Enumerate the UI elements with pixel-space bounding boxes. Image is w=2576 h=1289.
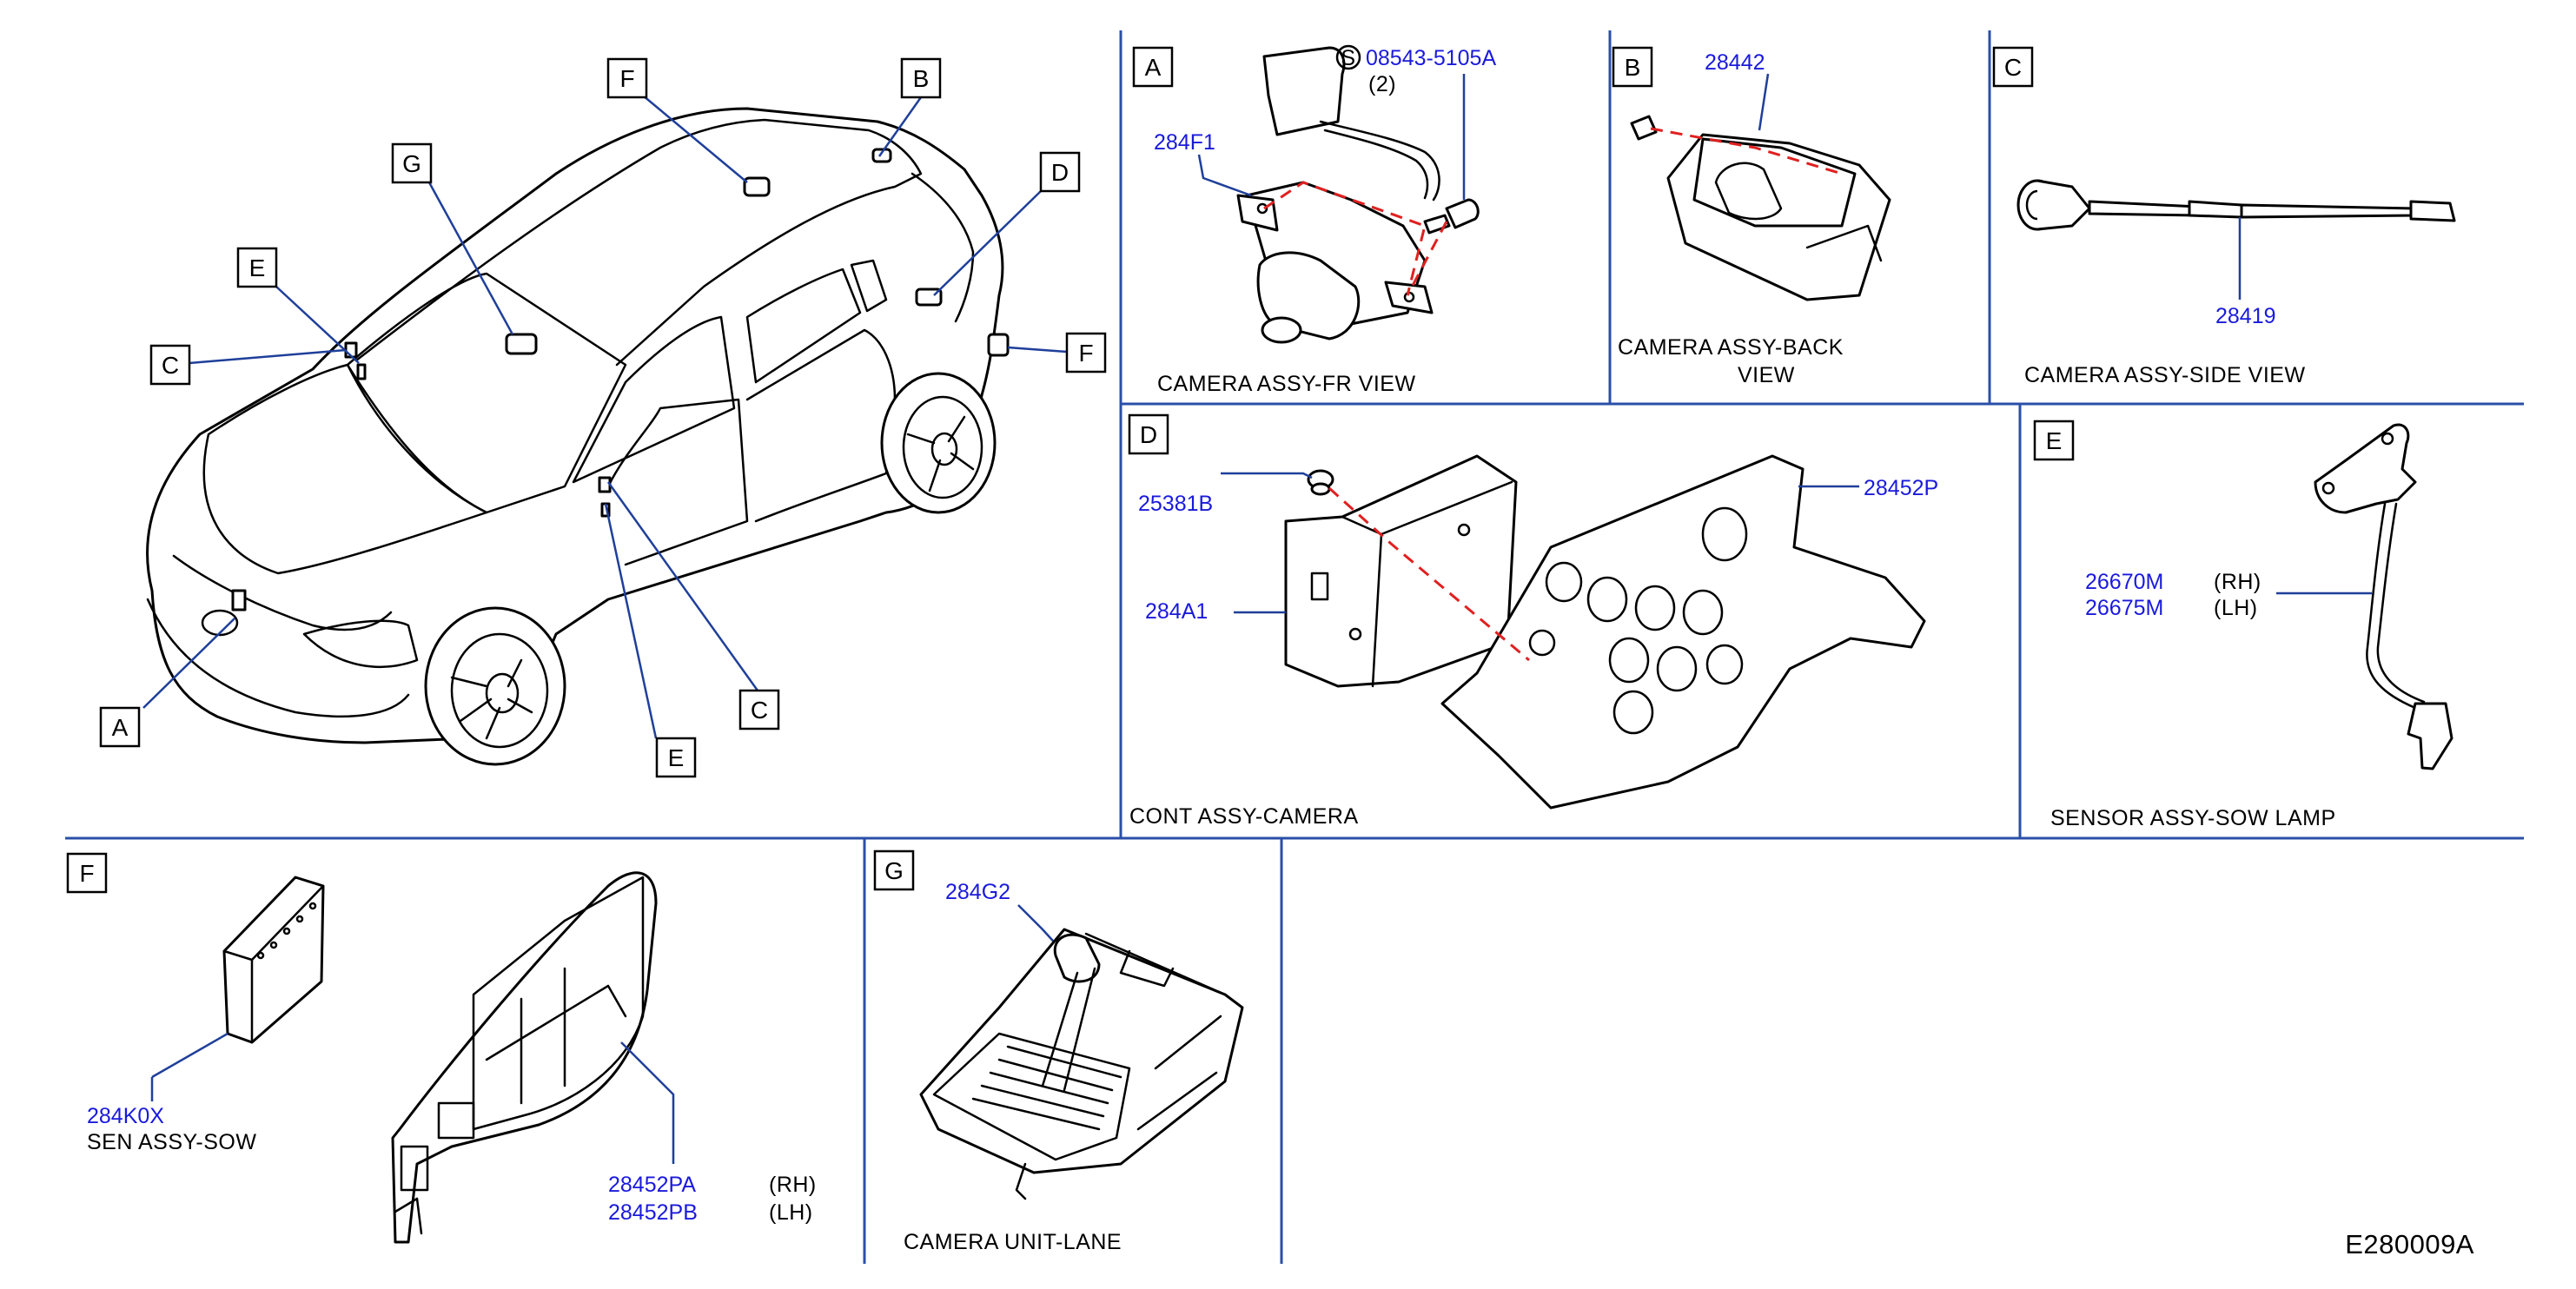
callout-e-left[interactable]: E bbox=[236, 247, 278, 288]
car-body-outline bbox=[146, 107, 1004, 744]
panel-b: B 28442 CAMERA ASSY-BACK VIEW bbox=[1612, 46, 1891, 387]
caption-camera-assy-side-view: CAMERA ASSY-SIDE VIEW bbox=[2024, 363, 2306, 387]
marker-sow-lamp-left bbox=[356, 363, 367, 380]
part-number-28442[interactable]: 28442 bbox=[1705, 50, 1765, 75]
panel-e: E 26670M (RH) 26675M (LH) SENSOR ASSY-SO… bbox=[2033, 420, 2453, 830]
vehicle-overview bbox=[146, 107, 1010, 766]
svg-text:(RH): (RH) bbox=[769, 1173, 817, 1197]
part-number-284f1[interactable]: 284F1 bbox=[1154, 130, 1215, 155]
front-camera-drawing bbox=[1236, 46, 1480, 344]
back-camera-drawing bbox=[1630, 115, 1891, 301]
svg-text:(LH): (LH) bbox=[769, 1200, 813, 1225]
svg-text:F: F bbox=[619, 65, 634, 92]
caption-camera-assy-back-view: VIEW bbox=[1738, 363, 1795, 387]
callout-f-right[interactable]: F bbox=[1065, 332, 1107, 373]
sow-bracket-drawing bbox=[391, 871, 658, 1244]
marker-side-camera-right bbox=[598, 476, 612, 493]
svg-text:A: A bbox=[1145, 54, 1162, 81]
caption-camera-assy-back: CAMERA ASSY-BACK bbox=[1618, 335, 1844, 360]
panel-c: C 28419 CAMERA ASSY-SIDE VIEW bbox=[1992, 46, 2456, 387]
part-number-28452p[interactable]: 28452P bbox=[1864, 476, 1938, 500]
car-tailgate bbox=[911, 172, 975, 323]
panel-d: D 25381B 284A1 bbox=[1128, 413, 1938, 829]
callout-c-left[interactable]: C bbox=[149, 344, 191, 386]
car-grille bbox=[172, 554, 393, 631]
car-emblem bbox=[201, 609, 239, 637]
marker-front-camera bbox=[231, 589, 247, 611]
callout-e-right[interactable]: E bbox=[655, 737, 697, 778]
part-number-284k0x[interactable]: 284K0X bbox=[87, 1104, 164, 1128]
svg-text:E: E bbox=[2046, 427, 2063, 454]
part-number-26675m[interactable]: 26675M bbox=[2085, 596, 2163, 620]
car-hood bbox=[202, 363, 488, 575]
car-side-window-quarter bbox=[850, 259, 888, 313]
svg-text:F: F bbox=[79, 860, 94, 887]
car-door-line-front bbox=[606, 398, 749, 566]
part-number-26670m[interactable]: 26670M bbox=[2085, 570, 2163, 594]
svg-text:(LH): (LH) bbox=[2214, 596, 2258, 620]
lane-camera-drawing bbox=[919, 928, 1244, 1200]
caption-cont-assy-camera: CONT ASSY-CAMERA bbox=[1129, 804, 1359, 829]
marker-roof-sensor bbox=[743, 176, 771, 197]
svg-text:D: D bbox=[1051, 159, 1069, 186]
part-number-284g2[interactable]: 284G2 bbox=[945, 880, 1010, 904]
svg-text:C: C bbox=[751, 697, 768, 724]
svg-text:(2): (2) bbox=[1368, 72, 1396, 96]
svg-text:A: A bbox=[112, 714, 129, 741]
caption-sen-assy-sow: SEN ASSY-SOW bbox=[87, 1130, 256, 1154]
car-headlight bbox=[302, 619, 419, 668]
callout-a[interactable]: A bbox=[99, 706, 141, 748]
marker-lane-camera bbox=[505, 333, 538, 355]
callout-b[interactable]: B bbox=[900, 57, 942, 99]
part-number-28452pb[interactable]: 28452PB bbox=[608, 1200, 698, 1225]
car-windshield bbox=[346, 272, 627, 514]
svg-text:B: B bbox=[913, 65, 930, 92]
callout-d[interactable]: D bbox=[1039, 151, 1081, 193]
svg-text:(RH): (RH) bbox=[2214, 570, 2261, 594]
svg-text:S: S bbox=[1341, 46, 1355, 70]
svg-text:G: G bbox=[402, 150, 421, 177]
panel-g: G 284G2 CAMERA UNIT-LANE bbox=[873, 849, 1244, 1254]
svg-text:E: E bbox=[249, 254, 266, 281]
sow-lamp-sensor-drawing bbox=[2314, 423, 2453, 770]
control-unit-drawing bbox=[1284, 454, 1926, 810]
part-number-28419[interactable]: 28419 bbox=[2215, 304, 2276, 328]
svg-text:C: C bbox=[2004, 54, 2022, 81]
marker-back-camera bbox=[871, 148, 892, 163]
caption-camera-unit-lane: CAMERA UNIT-LANE bbox=[904, 1230, 1122, 1254]
svg-text:C: C bbox=[162, 352, 179, 379]
car-rear-wheel bbox=[880, 372, 997, 514]
car-front-wheel bbox=[424, 606, 566, 766]
sow-sensor-drawing bbox=[222, 876, 325, 1044]
car-roof bbox=[354, 118, 923, 367]
svg-text:E: E bbox=[668, 744, 685, 771]
diagram-id: E280009A bbox=[2345, 1229, 2474, 1259]
part-number-284a1[interactable]: 284A1 bbox=[1145, 599, 1208, 624]
svg-text:G: G bbox=[884, 857, 904, 884]
car-bumper bbox=[146, 598, 410, 718]
overview-callouts: A B C C D E bbox=[99, 57, 1107, 778]
svg-text:D: D bbox=[1140, 421, 1157, 448]
svg-text:B: B bbox=[1625, 54, 1641, 81]
caption-camera-assy-fr-view: CAMERA ASSY-FR VIEW bbox=[1157, 372, 1416, 396]
callout-f-top[interactable]: F bbox=[606, 57, 648, 99]
panel-dividers bbox=[65, 30, 2524, 1264]
part-number-08543-5105a[interactable]: 08543-5105A bbox=[1366, 46, 1496, 70]
panel-a: A S 08543-5105A (2) 284F1 CAMERA ASSY-FR… bbox=[1132, 44, 1496, 396]
callout-c-right[interactable]: C bbox=[738, 689, 780, 730]
callout-g[interactable]: G bbox=[391, 142, 433, 184]
caption-sensor-assy-sow-lamp: SENSOR ASSY-SOW LAMP bbox=[2050, 806, 2336, 830]
car-side-window-front bbox=[572, 315, 736, 484]
side-camera-drawing bbox=[2016, 179, 2456, 231]
part-number-28452pa[interactable]: 28452PA bbox=[608, 1173, 696, 1197]
svg-text:F: F bbox=[1078, 340, 1093, 367]
car-side-window-rear bbox=[745, 268, 862, 384]
panel-f: F 284K0X SEN ASSY-SOW 28452PA (RH) 28452… bbox=[66, 852, 817, 1244]
part-number-25381b[interactable]: 25381B bbox=[1138, 492, 1213, 516]
marker-sow-sensor-rear bbox=[987, 333, 1010, 357]
